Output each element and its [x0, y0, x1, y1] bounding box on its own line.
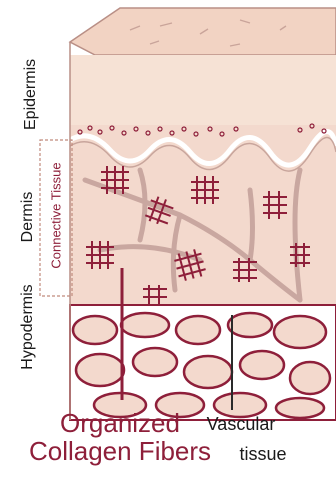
label-vascular: Vascular: [196, 414, 286, 435]
label-organized: Organized: [20, 408, 220, 439]
collagen-cluster: [233, 258, 257, 282]
label-epidermis: Epidermis: [22, 60, 40, 130]
collagen-cluster: [290, 243, 310, 267]
label-dermis: Dermis: [19, 187, 37, 247]
label-connective-tissue: Connective Tissue: [49, 146, 64, 286]
label-hypodermis: Hypodermis: [19, 282, 37, 372]
label-tissue: tissue: [233, 444, 293, 465]
epidermis-layer: [70, 55, 336, 125]
label-collagen-fibers: Collagen Fibers: [0, 436, 240, 467]
